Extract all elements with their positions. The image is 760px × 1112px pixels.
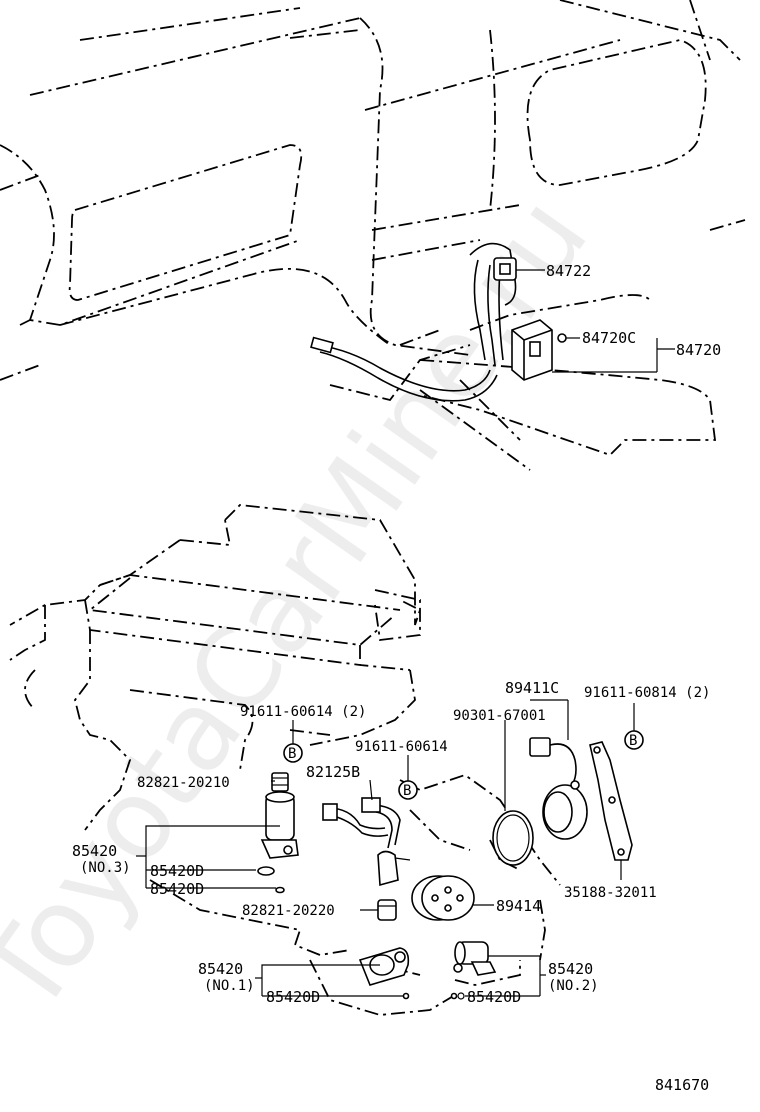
label-89411c: 89411C xyxy=(505,679,559,697)
label-82821-20220: 82821-20220 xyxy=(242,903,335,919)
label-85420-no1: 85420 xyxy=(198,960,243,978)
label-89414: 89414 xyxy=(496,897,541,915)
sensor-82821-20210 xyxy=(271,772,289,792)
label-35188-32011: 35188-32011 xyxy=(564,885,657,901)
label-84722: 84722 xyxy=(546,262,591,280)
upper-leaders xyxy=(516,269,675,373)
label-85420d-c: 85420D xyxy=(266,988,320,1006)
ref-b-1-text: B xyxy=(288,746,296,762)
label-84720: 84720 xyxy=(676,341,721,359)
ref-b-3-text: B xyxy=(629,733,637,749)
pump-no3 xyxy=(257,791,299,894)
label-no2: (NO.2) xyxy=(548,978,599,994)
washer-85420d-d xyxy=(457,992,465,1000)
vehicle-body-outline xyxy=(0,0,746,471)
ref-b-2-text: B xyxy=(403,783,411,799)
label-91611-60614: 91611-60614 xyxy=(355,739,448,755)
figure-code: 841670 xyxy=(655,1076,709,1094)
label-no1: (NO.1) xyxy=(204,978,255,994)
label-85420-no2: 85420 xyxy=(548,960,593,978)
bracket-35188-32011 xyxy=(589,741,633,861)
pump-no1 xyxy=(358,947,410,1000)
label-91611-60814: 91611-60814 (2) xyxy=(584,685,710,701)
label-85420-no3: 85420 xyxy=(72,842,117,860)
oring-90301-67001 xyxy=(492,810,534,866)
relay-84722 xyxy=(493,257,517,281)
label-82821-20210: 82821-20210 xyxy=(137,775,230,791)
label-82125b: 82125B xyxy=(306,763,360,781)
label-90301-67001: 90301-67001 xyxy=(453,708,546,724)
sensor-82821-20220 xyxy=(377,899,397,921)
pulley-89414 xyxy=(411,875,475,921)
label-85420d-a: 85420D xyxy=(150,862,204,880)
label-no3: (NO.3) xyxy=(80,860,131,876)
label-85420d-b: 85420D xyxy=(150,880,204,898)
label-85420d-d: 85420D xyxy=(467,988,521,1006)
engine-outline xyxy=(9,504,561,1016)
pump-no2 xyxy=(450,941,497,1000)
sensor-89411c xyxy=(529,737,588,840)
label-84720c: 84720C xyxy=(582,329,636,347)
lower-leaders xyxy=(136,699,635,997)
relay-84720 xyxy=(511,319,567,381)
harness-82125b xyxy=(322,797,411,887)
label-91611-60614-2: 91611-60614 (2) xyxy=(240,704,366,720)
